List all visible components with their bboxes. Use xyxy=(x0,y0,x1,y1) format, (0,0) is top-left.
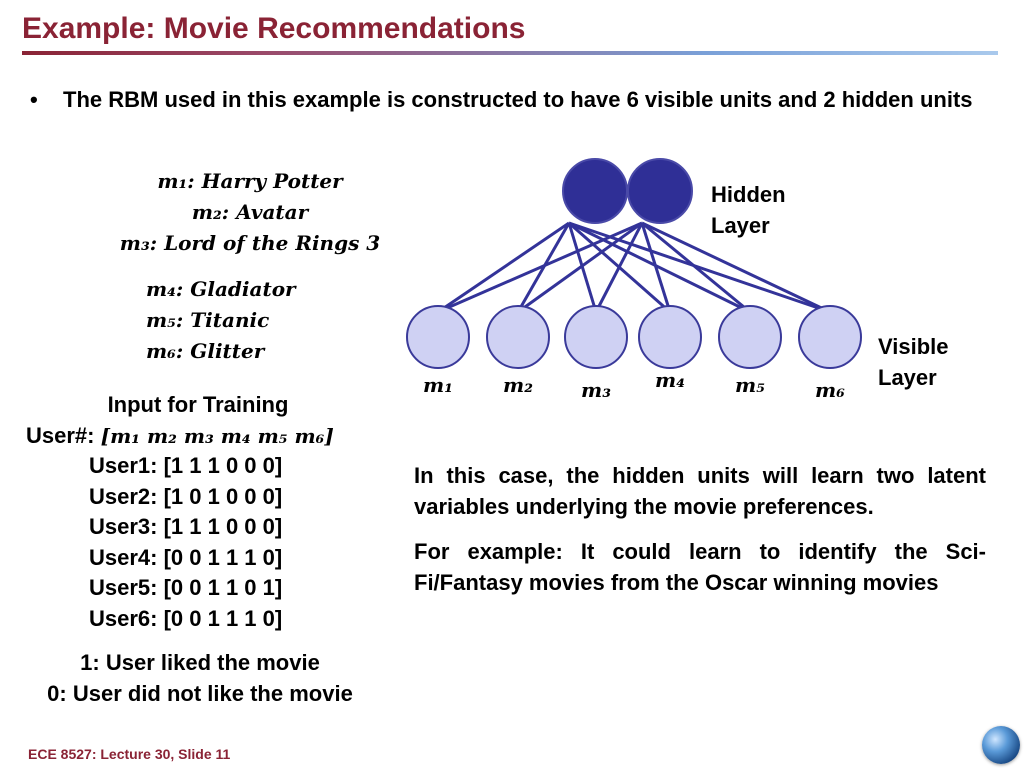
visible-unit-node xyxy=(486,305,550,369)
rating-legend: 1: User liked the movie 0: User did not … xyxy=(20,648,380,709)
explanation-paragraph: For example: It could learn to identify … xyxy=(414,539,986,595)
movie-name: Titanic xyxy=(190,308,270,332)
user-header-label: User#: xyxy=(26,422,95,448)
movie-list-top: m₁: Harry Potter m₂: Avatar m₃: Lord of … xyxy=(80,166,420,259)
visible-unit-label: m₃ xyxy=(581,378,611,402)
hidden-layer-label-line2: Layer xyxy=(711,213,770,238)
rbm-edge xyxy=(641,221,751,314)
movie-name: Glitter xyxy=(190,339,265,363)
explanation-text: In this case, the hidden units will lear… xyxy=(414,460,986,612)
movie-index: m₄ xyxy=(146,277,176,301)
rbm-edge xyxy=(568,221,751,314)
globe-logo xyxy=(982,726,1020,764)
movie-item: m₂: Avatar xyxy=(191,200,309,224)
user-header-vector: [m₁ m₂ m₃ m₄ m₅ m₆] xyxy=(100,423,334,448)
movie-name: Harry Potter xyxy=(201,169,343,193)
visible-unit-labels: m₁ m₂ m₃ m₄ m₅ m₆ xyxy=(423,368,845,402)
visible-layer-label-line2: Layer xyxy=(878,365,937,390)
hidden-layer-label: Hidden Layer xyxy=(711,179,786,241)
visible-unit-label: m₂ xyxy=(503,373,533,397)
movie-index: m₅ xyxy=(146,308,176,332)
slide-title: Example: Movie Recommendations xyxy=(22,12,526,45)
legend-disliked: 0: User did not like the movie xyxy=(47,680,353,706)
visible-unit-node xyxy=(638,305,702,369)
rbm-edges xyxy=(437,221,831,314)
visible-unit-label: m₁ xyxy=(423,373,453,397)
visible-unit-label: m₄ xyxy=(655,368,685,392)
movie-name: Gladiator xyxy=(190,277,296,301)
movie-index: m₃ xyxy=(119,231,150,255)
movie-item: m₆: Glitter xyxy=(146,339,265,363)
hidden-layer-nodes xyxy=(562,158,693,224)
visible-layer-nodes xyxy=(406,305,862,369)
rbm-edge xyxy=(594,222,644,313)
movie-index: m₁ xyxy=(157,169,188,193)
rbm-edge xyxy=(517,221,643,314)
movie-item: m₄: Gladiator xyxy=(146,277,296,301)
movie-item: m₁: Harry Potter xyxy=(157,169,343,193)
training-input-block: Input for Training User#: [m₁ m₂ m₃ m₄ m… xyxy=(20,390,380,709)
rbm-edge xyxy=(641,221,831,314)
movie-item: m₅: Titanic xyxy=(146,308,270,332)
movie-item: m₃: Lord of the Rings 3 xyxy=(119,231,381,255)
movie-name: Lord of the Rings 3 xyxy=(164,231,381,255)
rbm-edge xyxy=(568,221,831,314)
user-row: User6: [0 0 1 1 1 0] xyxy=(89,605,283,631)
user-row: User2: [1 0 1 0 0 0] xyxy=(89,483,283,509)
user-header-row: User#: [m₁ m₂ m₃ m₄ m₅ m₆] xyxy=(26,421,380,452)
movie-index: m₆ xyxy=(146,339,176,363)
bullet-symbol: • xyxy=(30,87,38,112)
user-row: User1: [1 1 1 0 0 0] xyxy=(89,453,283,478)
bullet-point: • The RBM used in this example is constr… xyxy=(30,84,998,115)
visible-unit-label: m₅ xyxy=(735,373,765,397)
hidden-unit-node xyxy=(627,158,693,224)
slide-footer: ECE 8527: Lecture 30, Slide 11 xyxy=(28,746,231,762)
visible-unit-node xyxy=(798,305,862,369)
visible-layer-label: Visible Layer xyxy=(878,331,949,393)
visible-unit-node xyxy=(718,305,782,369)
user-row: User4: [0 0 1 1 1 0] xyxy=(89,544,283,570)
visible-layer-label-line1: Visible xyxy=(878,334,949,359)
bullet-text: The RBM used in this example is construc… xyxy=(63,87,973,112)
user-row: User3: [1 1 1 0 0 0] xyxy=(89,514,283,539)
rbm-edge xyxy=(437,221,643,314)
movie-name: Avatar xyxy=(236,200,309,224)
hidden-layer-label-line1: Hidden xyxy=(711,182,786,207)
visible-unit-node xyxy=(564,305,628,369)
title-underline xyxy=(22,51,998,55)
movie-index: m₂ xyxy=(191,200,222,224)
rbm-edge xyxy=(437,221,570,314)
legend-liked: 1: User liked the movie xyxy=(80,650,320,675)
rbm-edge xyxy=(640,222,672,313)
visible-unit-node xyxy=(406,305,470,369)
explanation-paragraph: In this case, the hidden units will lear… xyxy=(414,463,986,519)
user-row: User5: [0 0 1 1 0 1] xyxy=(89,575,283,600)
movie-list-bottom: m₄: Gladiator m₅: Titanic m₆: Glitter xyxy=(146,274,296,367)
rbm-diagram: m₁ m₂ m₃ m₄ m₅ m₆ xyxy=(406,158,862,402)
hidden-unit-node xyxy=(562,158,628,224)
visible-unit-label: m₆ xyxy=(815,378,845,402)
training-heading: Input for Training xyxy=(107,392,289,417)
